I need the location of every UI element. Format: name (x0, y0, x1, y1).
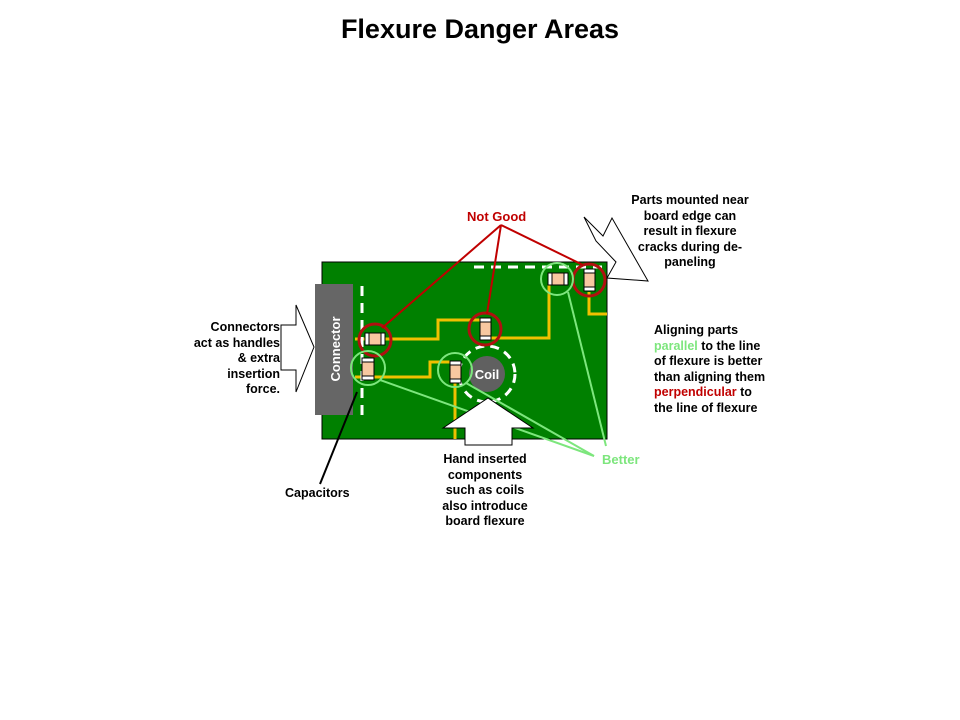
align-note-line: the line of flexure (654, 400, 758, 415)
perpendicular-keyword: perpendicular (654, 385, 737, 399)
align-note-line: of flexure is better (654, 354, 763, 368)
capacitors-label: Capacitors (285, 486, 350, 500)
edge-note-line: result in flexure (643, 224, 737, 238)
depaneling-arrow (583, 216, 649, 282)
coil-label: Coil (475, 367, 500, 382)
page-title: Flexure Danger Areas (340, 14, 620, 44)
coil (469, 356, 505, 392)
align-note-text: to (736, 385, 752, 399)
align-note-line: Aligning parts (654, 323, 739, 337)
align-note-line: parallel to the line (654, 339, 804, 355)
trace-5 (587, 292, 607, 316)
capacitor-vertical-1 (361, 357, 375, 381)
capacitors-leader (319, 391, 358, 485)
connector-note-line: Connectors (210, 320, 280, 334)
capacitor-vertical-4 (583, 268, 596, 292)
connector-label: Connector (328, 317, 343, 382)
edge-note: Parts mounted near board edge can result… (620, 193, 760, 271)
hand-note-line: components (447, 467, 523, 482)
connector-block (315, 284, 353, 415)
connector-note-line: insertion (227, 366, 280, 381)
connector-note-line: & extra (237, 351, 280, 365)
edge-note-line: cracks during de- (637, 239, 743, 254)
edge-note-line: Parts mounted near (631, 193, 749, 207)
edge-note-line: paneling (664, 255, 716, 269)
align-note-text: to the line (697, 338, 761, 353)
hand-note-line: Hand inserted (443, 452, 527, 466)
trace-1 (355, 318, 485, 341)
align-note-line: perpendicular to (654, 385, 804, 401)
not-good-label: Not Good (467, 209, 527, 224)
coil-keepout-ring (457, 344, 517, 404)
hand-note-line: board flexure (445, 514, 525, 528)
align-note-line: than aligning them (654, 369, 766, 384)
connector-note-line: act as handles (193, 335, 280, 350)
not-good-leaders (381, 224, 584, 329)
insertion-arrow (441, 397, 535, 446)
connector-force-arrow (280, 304, 315, 393)
alignment-note: Aligning parts parallel to the line of f… (654, 323, 804, 416)
capacitor-vertical-2 (479, 317, 492, 341)
parallel-keyword: parallel (654, 338, 698, 353)
trace-3 (355, 360, 455, 379)
capacitor-vertical-3 (449, 360, 462, 384)
connector-note-line: force. (245, 382, 280, 396)
capacitor-horizontal-1 (364, 332, 386, 346)
edge-note-line: board edge can (643, 208, 737, 223)
hand-insert-note: Hand inserted components such as coils a… (430, 452, 540, 530)
capacitor-horizontal-2 (547, 272, 569, 286)
better-label: Better (602, 452, 640, 467)
hand-note-line: such as coils (445, 483, 525, 497)
connector-note: Connectors act as handles & extra insert… (170, 320, 280, 398)
hand-note-line: also introduce (442, 498, 528, 513)
components (361, 268, 596, 384)
better-markers (350, 262, 574, 388)
